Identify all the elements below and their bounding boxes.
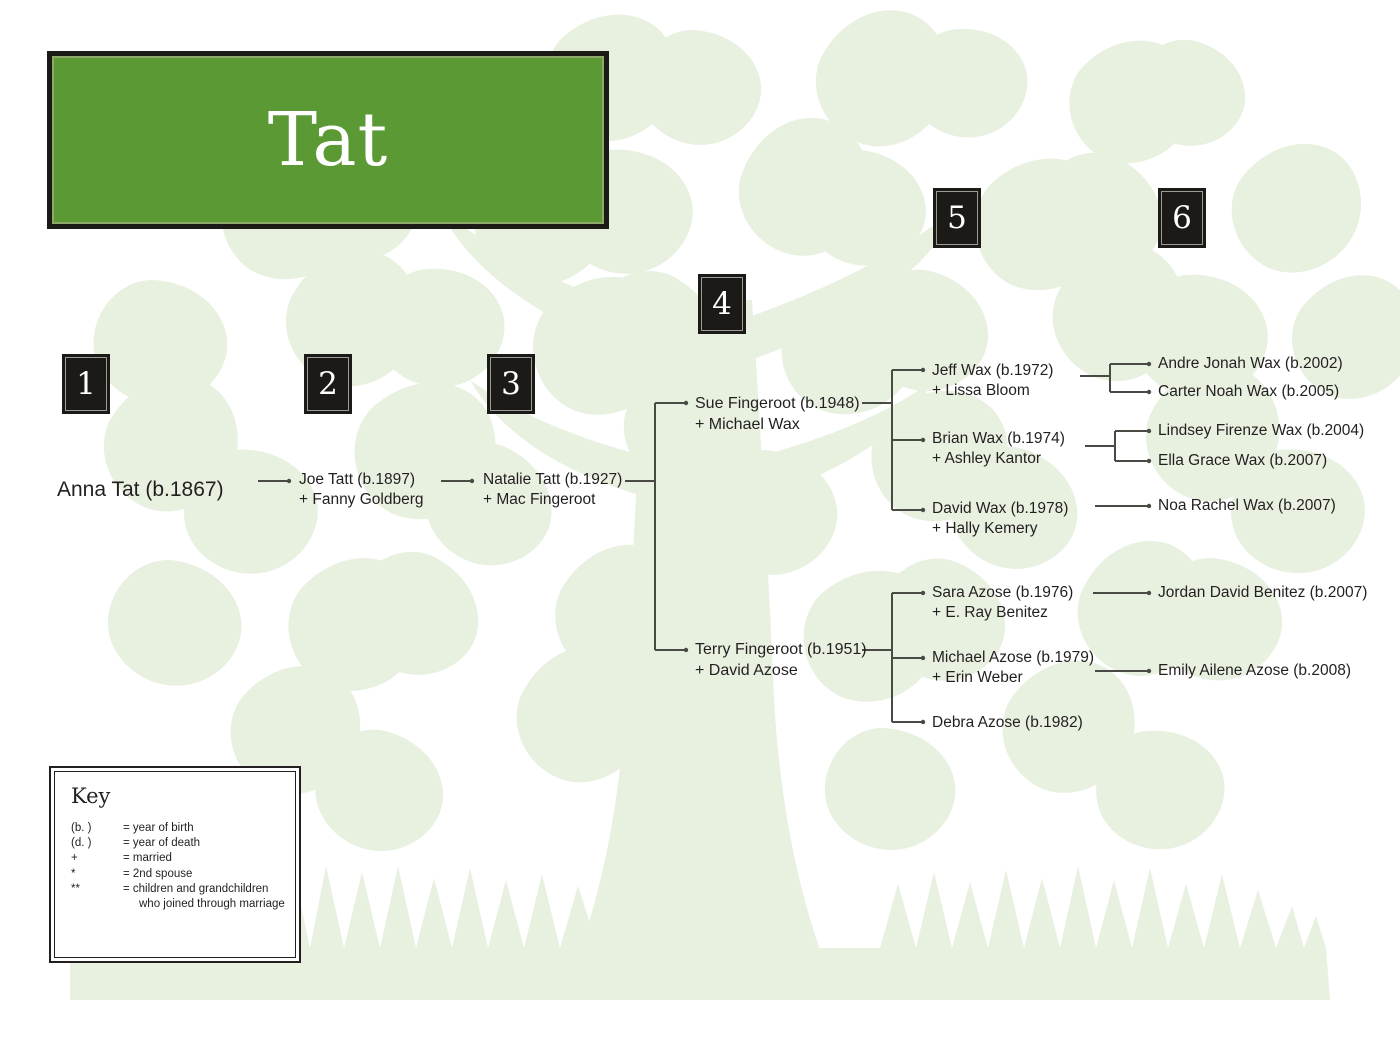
key-symbol: (b. ) [71,822,92,834]
person-sue-fingeroot: Sue Fingeroot (b.1948) + Michael Wax [695,393,860,435]
person-spouse-line: + Michael Wax [695,416,800,434]
key-legend-inner: Key (b. ) = year of birth (d. ) = year o… [54,771,296,958]
key-legend-box: Key (b. ) = year of birth (d. ) = year o… [49,766,301,963]
person-name-line: Noa Rachel Wax (b.2007) [1158,497,1336,514]
generation-badge-1-label: 1 [65,357,107,411]
key-symbol: (d. ) [71,837,92,850]
person-jeff-wax: Jeff Wax (b.1972) + Lissa Bloom [932,361,1053,402]
person-name-line: Sara Azose (b.1976) [932,584,1074,601]
person-name-line: Debra Azose (b.1982) [932,714,1083,731]
key-definition: = 2nd spouse [123,867,193,880]
generation-badge-3: 3 [487,354,535,414]
key-definition: = year of birth [123,822,194,834]
person-spouse-line: + Fanny Goldberg [299,491,424,509]
person-jordan-david-benitez: Jordan David Benitez (b.2007) [1158,583,1367,603]
generation-badge-6: 6 [1158,188,1206,248]
person-name-line: Sue Fingeroot (b.1948) [695,395,860,412]
key-row-joined-by-marriage: ** = children and grandchildren [71,882,279,897]
person-spouse-line: + Lissa Bloom [932,382,1030,400]
person-spouse-line: + Erin Weber [932,669,1023,687]
key-symbol: * [71,867,76,880]
generation-badge-4: 4 [698,274,746,334]
person-noa-rachel-wax: Noa Rachel Wax (b.2007) [1158,496,1336,516]
person-name-line: Terry Fingeroot (b.1951) [695,641,867,658]
key-definition: = married [123,852,172,865]
person-brian-wax: Brian Wax (b.1974) + Ashley Kantor [932,429,1065,470]
key-row-birth: (b. ) = year of birth [71,821,279,836]
person-name-line: Jeff Wax (b.1972) [932,362,1054,379]
key-definition: = children and grandchildren [123,882,269,895]
person-spouse-line: + E. Ray Benitez [932,604,1048,622]
person-name-line: Andre Jonah Wax (b.2002) [1158,355,1343,372]
person-joe-tatt: Joe Tatt (b.1897) + Fanny Goldberg [299,470,424,511]
person-spouse-line: + Ashley Kantor [932,450,1041,468]
key-row-married: + = married [71,851,279,866]
key-symbol: + [71,852,78,865]
key-definition: = year of death [123,837,201,850]
generation-badge-6-label: 6 [1161,191,1203,245]
person-lindsey-firenze-wax: Lindsey Firenze Wax (b.2004) [1158,421,1364,441]
generation-badge-3-label: 3 [490,357,532,411]
person-spouse-line: + David Azose [695,662,798,680]
person-name-line: Natalie Tatt (b.1927) [483,471,623,488]
person-name-line: David Wax (b.1978) [932,500,1069,517]
person-name-line: Ella Grace Wax (b.2007) [1158,452,1328,469]
person-terry-fingeroot: Terry Fingeroot (b.1951) + David Azose [695,639,867,681]
person-name-line: Jordan David Benitez (b.2007) [1158,584,1368,601]
surname-title-plaque: Tat [47,51,609,229]
person-name-line: Lindsey Firenze Wax (b.2004) [1158,422,1365,439]
person-name-line: Emily Ailene Azose (b.2008) [1158,662,1351,679]
page-title: Tat [267,97,389,183]
person-debra-azose: Debra Azose (b.1982) [932,713,1083,733]
key-legend-title: Key [71,784,111,808]
key-row-death: (d. ) = year of death [71,836,279,851]
generation-badge-5: 5 [933,188,981,248]
key-row-continuation: who joined through marriage [139,897,285,910]
person-name-line: Michael Azose (b.1979) [932,649,1094,666]
person-spouse-line: + Hally Kemery [932,520,1038,538]
person-michael-azose: Michael Azose (b.1979) + Erin Weber [932,648,1094,689]
person-name-line: Brian Wax (b.1974) [932,430,1065,447]
key-symbol: ** [71,882,80,895]
key-row-second-spouse: * = 2nd spouse [71,867,279,882]
person-ella-grace-wax: Ella Grace Wax (b.2007) [1158,451,1327,471]
person-name-line: Anna Tat (b.1867) [57,478,224,501]
generation-badge-2: 2 [304,354,352,414]
generation-badge-2-label: 2 [307,357,349,411]
person-spouse-line: + Mac Fingeroot [483,491,596,509]
generation-badge-5-label: 5 [936,191,978,245]
person-sara-azose: Sara Azose (b.1976) + E. Ray Benitez [932,583,1073,624]
person-carter-noah-wax: Carter Noah Wax (b.2005) [1158,382,1339,402]
person-name-line: Joe Tatt (b.1897) [299,471,416,488]
person-natalie-tatt: Natalie Tatt (b.1927) + Mac Fingeroot [483,470,622,511]
person-emily-ailene-azose: Emily Ailene Azose (b.2008) [1158,661,1351,681]
surname-title-plaque-inner: Tat [52,56,604,224]
person-andre-jonah-wax: Andre Jonah Wax (b.2002) [1158,354,1343,374]
generation-badge-4-label: 4 [701,277,743,331]
person-name-line: Carter Noah Wax (b.2005) [1158,383,1340,400]
generation-badge-1: 1 [62,354,110,414]
person-anna-tat: Anna Tat (b.1867) [57,476,224,504]
person-david-wax: David Wax (b.1978) + Hally Kemery [932,499,1068,540]
